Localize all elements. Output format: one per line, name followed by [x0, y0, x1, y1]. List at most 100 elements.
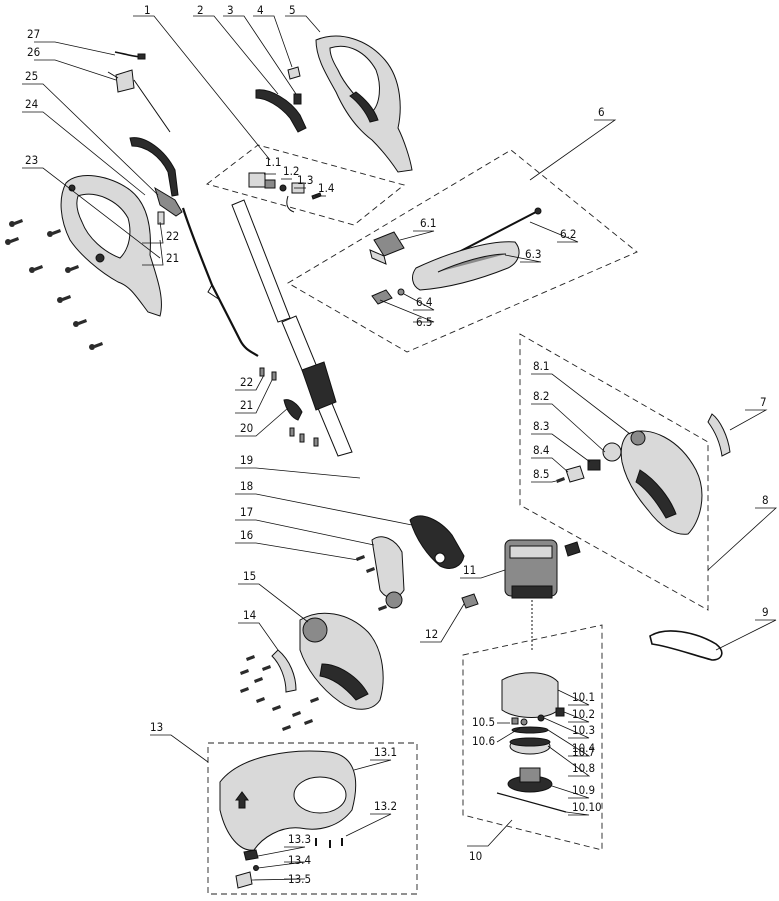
part-4-lock-button — [287, 66, 301, 80]
label-10-3: 10.3 — [572, 723, 595, 737]
part-24-bail-handle — [129, 137, 183, 217]
label-10-5: 10.5 — [472, 715, 495, 729]
label-10-2: 10.2 — [572, 707, 595, 721]
label-1-1: 1.1 — [265, 155, 281, 169]
label-18: 18 — [240, 479, 253, 493]
part-10-3-nut — [537, 714, 545, 722]
part-16-screws — [356, 555, 387, 611]
part-14-bracket — [271, 649, 297, 693]
label-21-top: 21 — [166, 251, 179, 265]
part-8-5-screw — [556, 477, 565, 483]
label-6-4: 6.4 — [416, 295, 432, 309]
part-10-5-10-7-washers — [511, 717, 549, 734]
group-6-box — [287, 149, 638, 353]
part-11-motor — [504, 539, 558, 650]
part-8-4-brush-holder — [565, 465, 585, 483]
label-6-3: 6.3 — [525, 247, 541, 261]
label-20: 20 — [240, 421, 253, 435]
label-26: 26 — [27, 45, 40, 59]
label-10-1: 10.1 — [572, 690, 595, 704]
label-13-4: 13.4 — [288, 853, 311, 867]
part-5-handle-housing — [315, 35, 413, 173]
part-10-10-line — [496, 792, 567, 813]
label-25: 25 — [25, 69, 38, 83]
part-2-trigger — [255, 89, 307, 133]
label-6: 6 — [598, 105, 605, 119]
part-12-brush — [461, 593, 479, 609]
label-1-4: 1.4 — [318, 181, 334, 195]
part-10-2-spring — [555, 707, 565, 717]
label-10-9: 10.9 — [572, 783, 595, 797]
part-13-2-screws — [315, 838, 343, 848]
label-13-1: 13.1 — [374, 745, 397, 759]
part-10-1-spool-housing — [501, 672, 559, 718]
part-18-clamp-housing — [409, 515, 465, 569]
part-labels: 1 2 3 4 5 27 26 25 24 23 22 21 1.1 1.2 1… — [25, 3, 769, 886]
label-21-mid: 21 — [240, 398, 253, 412]
part-23-housing-half — [60, 175, 162, 317]
label-10-4: 10.4 — [572, 741, 595, 755]
label-8: 8 — [762, 493, 769, 507]
label-15: 15 — [243, 569, 256, 583]
label-10: 10 — [469, 849, 482, 863]
part-13-3-13-5-blade — [235, 849, 259, 889]
label-22-mid: 22 — [240, 375, 253, 389]
part-8-3-spring — [587, 459, 601, 471]
part-22-clip-top — [157, 211, 165, 225]
part-6-5-clamp — [371, 289, 393, 305]
label-5: 5 — [289, 3, 296, 17]
label-10-7: 10.7 — [572, 745, 595, 759]
label-13-3: 13.3 — [288, 832, 311, 846]
label-14: 14 — [243, 608, 256, 622]
label-13: 13 — [150, 720, 163, 734]
part-9-guard-wire — [649, 630, 723, 661]
screws-15 — [240, 655, 319, 731]
label-6-1: 6.1 — [420, 216, 436, 230]
label-4: 4 — [257, 3, 264, 17]
part-8-2-bearing — [602, 442, 622, 462]
label-12: 12 — [425, 627, 438, 641]
part-26-plug — [107, 69, 171, 133]
label-11: 11 — [463, 563, 476, 577]
part-21-22-pins — [259, 367, 319, 447]
label-1-2: 1.2 — [283, 164, 299, 178]
part-13-1-guard — [219, 750, 357, 851]
part-7-clip — [707, 413, 731, 457]
part-10-9-cap — [507, 767, 553, 793]
part-3-spring — [293, 93, 302, 105]
part-8-1-motor-cover — [620, 430, 703, 535]
label-3: 3 — [227, 3, 234, 17]
label-8-2: 8.2 — [533, 389, 549, 403]
part-17-clamp — [371, 536, 405, 609]
part-wire-harness — [181, 207, 259, 357]
screws-23 — [5, 219, 103, 350]
label-2: 2 — [197, 3, 204, 17]
group-8-box — [519, 333, 709, 611]
part-15-motor-housing — [299, 612, 384, 710]
label-27: 27 — [27, 27, 40, 41]
label-23: 23 — [25, 153, 38, 167]
label-9: 9 — [762, 605, 769, 619]
label-19: 19 — [240, 453, 253, 467]
label-8-5: 8.5 — [533, 467, 549, 481]
part-20-connector — [283, 399, 303, 421]
label-10-10: 10.10 — [572, 800, 602, 814]
group-1-box — [206, 144, 405, 226]
label-10-6: 10.6 — [472, 734, 495, 748]
part-upper-shaft — [231, 199, 353, 457]
part-mesh-vent — [564, 541, 581, 557]
label-1-3: 1.3 — [297, 173, 313, 187]
label-13-2: 13.2 — [374, 799, 397, 813]
label-13-5: 13.5 — [288, 872, 311, 886]
label-17: 17 — [240, 505, 253, 519]
group-10-box — [462, 624, 603, 851]
label-6-2: 6.2 — [560, 227, 576, 241]
label-16: 16 — [240, 528, 253, 542]
part-6-3-aux-handle — [412, 241, 520, 291]
label-8-4: 8.4 — [533, 443, 549, 457]
label-10-8: 10.8 — [572, 761, 595, 775]
label-24: 24 — [25, 97, 38, 111]
label-6-5: 6.5 — [416, 315, 432, 329]
label-22-top: 22 — [166, 229, 179, 243]
